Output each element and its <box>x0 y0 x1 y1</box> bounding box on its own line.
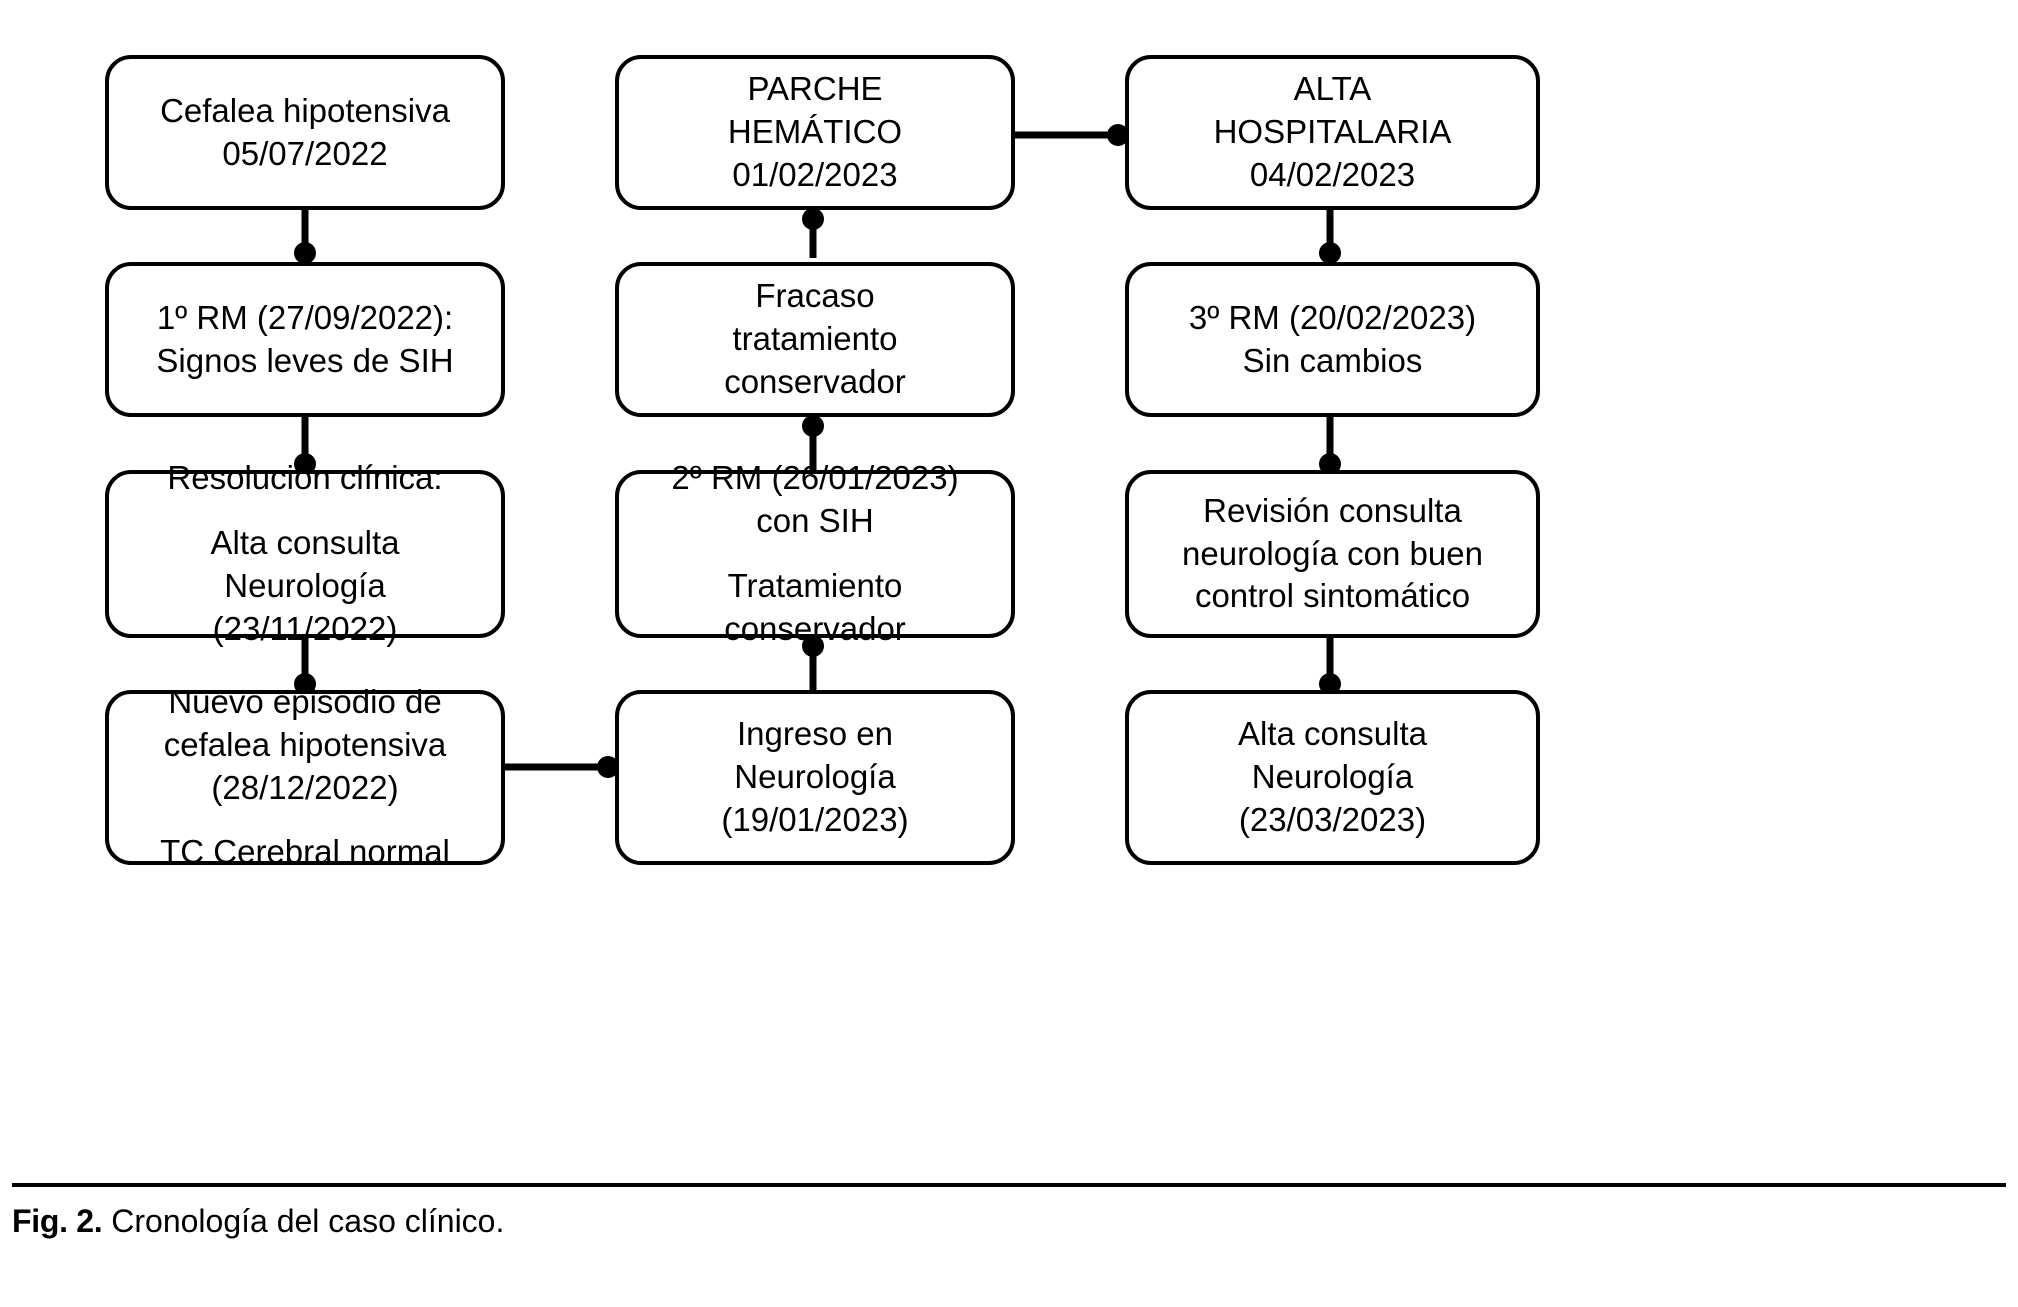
caption-label: Fig. 2. <box>12 1203 103 1239</box>
node-line: Cefalea hipotensiva <box>160 91 450 129</box>
node-cefalea-hipotensiva[interactable]: Cefalea hipotensiva 05/07/2022 <box>105 55 505 210</box>
node-line: Neurología <box>224 567 386 604</box>
node-parche-hematico[interactable]: PARCHE HEMÁTICO 01/02/2023 <box>615 55 1015 210</box>
node-line: Alta consulta <box>1238 715 1427 753</box>
node-ingreso-neurologia[interactable]: Ingreso en Neurología (19/01/2023) <box>615 690 1015 865</box>
node-alta-consulta-final[interactable]: Alta consulta Neurología (23/03/2023) <box>1125 690 1540 865</box>
node-resolucion-clinica[interactable]: Resolución clínica: Alta consulta Neurol… <box>105 459 505 647</box>
node-tercera-rm[interactable]: 3º RM (20/02/2023) Sin cambios <box>1125 262 1540 417</box>
node-nuevo-episodio[interactable]: Nuevo episodio de cefalea hipotensiva (2… <box>105 683 505 870</box>
node-line: Ingreso en <box>737 715 893 753</box>
node-line: 2º RM (26/01/2023) <box>671 459 959 497</box>
node-line: Revisión consulta <box>1203 491 1462 529</box>
flowchart-canvas: Cefalea hipotensiva 05/07/2022 1º RM (27… <box>105 55 1540 870</box>
node-line: HEMÁTICO <box>727 113 903 151</box>
node-line: Sin cambios <box>1242 341 1423 379</box>
node-line: Tratamiento <box>727 567 903 604</box>
node-line: (23/03/2023) <box>1238 800 1427 838</box>
node-line: 1º RM (27/09/2022): <box>156 298 454 336</box>
node-primera-rm[interactable]: 1º RM (27/09/2022): Signos leves de SIH <box>105 262 505 417</box>
node-line: 3º RM (20/02/2023) <box>1188 298 1477 336</box>
node-line: (28/12/2022) <box>211 768 399 806</box>
node-line: 01/02/2023 <box>732 155 898 193</box>
node-line: Signos leves de SIH <box>156 341 454 379</box>
node-line: ALTA <box>1293 70 1372 108</box>
node-fracaso-tratamiento[interactable]: Fracaso tratamiento conservador <box>615 262 1015 417</box>
connector-dot-n6-n5 <box>802 208 824 230</box>
node-segunda-rm[interactable]: 2º RM (26/01/2023) con SIH Tratamiento c… <box>615 459 1015 647</box>
node-line: 04/02/2023 <box>1249 155 1416 193</box>
connector-dot-n1-n2 <box>294 242 316 264</box>
node-line: Fracaso <box>755 277 875 315</box>
node-line: PARCHE <box>747 70 883 108</box>
node-line: Alta consulta <box>210 524 400 562</box>
node-line: Nuevo episodio de <box>168 682 442 720</box>
node-alta-hospitalaria[interactable]: ALTA HOSPITALARIA 04/02/2023 <box>1125 55 1540 210</box>
node-line: control sintomático <box>1194 577 1471 615</box>
node-line: HOSPITALARIA <box>1213 113 1452 151</box>
node-line: conservador <box>724 609 906 647</box>
node-revision-consulta[interactable]: Revisión consulta neurología con buen co… <box>1125 470 1540 638</box>
figure-caption: Fig. 2. Cronología del caso clínico. <box>12 1203 504 1240</box>
node-line: tratamiento <box>732 320 898 358</box>
node-line: TC Cerebral normal <box>160 833 450 871</box>
caption-divider <box>12 1183 2006 1187</box>
node-line: Neurología <box>734 758 896 796</box>
node-line: Neurología <box>1251 758 1414 796</box>
node-line: 05/07/2022 <box>222 134 388 172</box>
node-line: conservador <box>724 362 906 400</box>
connector-dot-n7-n6 <box>802 415 824 437</box>
connector-dot-n9-n10 <box>1319 242 1341 264</box>
node-line: Resolución clínica: <box>167 459 443 497</box>
node-line: (23/11/2022) <box>212 609 398 647</box>
node-line: con SIH <box>756 502 874 540</box>
node-line: cefalea hipotensiva <box>163 725 447 763</box>
node-line: neurología con buen <box>1182 534 1483 572</box>
caption-text: Cronología del caso clínico. <box>111 1203 505 1239</box>
node-line: (19/01/2023) <box>721 800 909 838</box>
